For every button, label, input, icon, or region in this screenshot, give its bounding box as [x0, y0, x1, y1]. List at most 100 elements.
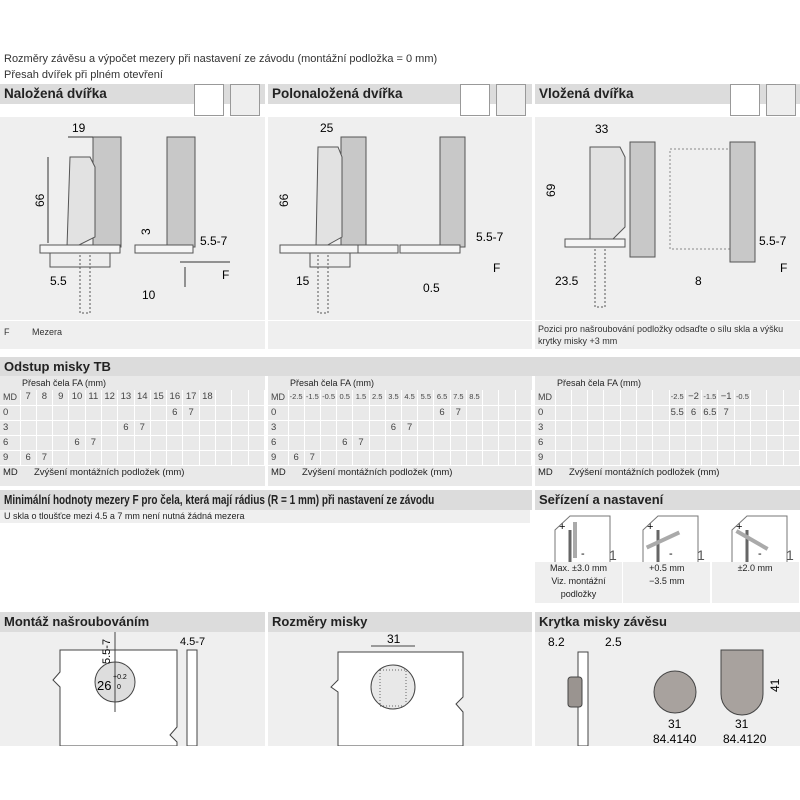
half-header: Polonaložená dvířka [268, 84, 532, 104]
table-cell [685, 435, 703, 451]
dim-23-5: 23.5 [555, 274, 579, 288]
fa-column-header: 3.5 [385, 390, 403, 406]
table-cell [199, 420, 217, 436]
table-cell [603, 435, 621, 451]
inset-caption: Pozici pro našroubování podložky odsaďte… [535, 321, 800, 349]
table-cell [652, 435, 670, 451]
dim-33: 33 [595, 122, 609, 136]
dim-31-tall: 31 [735, 717, 749, 731]
dim-31-round: 31 [668, 717, 682, 731]
half-caption [268, 321, 532, 349]
table-cell [734, 435, 752, 451]
table-cell [52, 420, 70, 436]
dim-66: 66 [33, 193, 47, 207]
dim-4-5-7: 4.5-7 [180, 636, 205, 648]
footer-text: Zvýšení montážních podložek (mm) [569, 466, 720, 478]
half-diagram: 25 66 15 5.5-7 0.5 F [268, 117, 532, 320]
table-cell [482, 420, 500, 436]
table-cell [701, 420, 719, 436]
table-cell [231, 435, 249, 451]
inset-header: Vložená dvířka [535, 84, 800, 104]
dim-5-5-7: 5.5-7 [200, 234, 228, 248]
reference-number: 1 [786, 547, 794, 562]
table-cell [385, 450, 403, 466]
table-cell [85, 420, 102, 436]
table-cell [68, 405, 86, 421]
dim-8-2: 8.2 [548, 635, 565, 649]
table-cell [669, 420, 686, 436]
table-cell [603, 405, 621, 421]
table-cell [701, 435, 719, 451]
adjust-door-icon: +-1 [535, 510, 622, 562]
table-cell [117, 405, 135, 421]
cup-title: Rozměry misky [272, 614, 368, 629]
cover-diagram: 8.2 2.5 31 84.4140 31 41 84.4120 [535, 632, 800, 747]
table-cell: 6 [68, 435, 86, 451]
table-cell [369, 420, 386, 436]
table-cell [498, 420, 516, 436]
table-cell [150, 450, 168, 466]
table-cell [385, 405, 403, 421]
half-title: Polonaložená dvířka [272, 86, 403, 101]
fa-column-header [603, 390, 621, 406]
table-cell [150, 405, 168, 421]
dim-f: F [780, 261, 787, 275]
table-row: 6 [535, 435, 800, 451]
table-cell: 7 [36, 450, 54, 466]
min-gap-note: U skla o tloušťce mezi 4.5 a 7 mm není n… [4, 511, 245, 521]
table-cell [199, 435, 217, 451]
dim-15: 15 [296, 274, 310, 288]
table-cell: 6.5 [701, 405, 719, 421]
table-cell [636, 435, 654, 451]
table-cell [369, 435, 386, 451]
table-cell [498, 450, 516, 466]
table-cell [669, 450, 686, 466]
dim-f: F [493, 261, 500, 275]
table-cell [117, 450, 135, 466]
table-cell [36, 405, 54, 421]
plus-sign: + [647, 521, 653, 533]
fa-column-header [783, 390, 800, 406]
footer-key: MD [3, 466, 18, 478]
table-cell [734, 450, 752, 466]
fa-column-header [571, 390, 589, 406]
table-cell [304, 405, 321, 421]
table-cell: 7 [304, 450, 321, 466]
table-cell: 6 [433, 405, 451, 421]
header-row: MD-2.5−2-1.5−1-0.5 [535, 390, 800, 406]
adjust-value: Viz. montážní [551, 576, 606, 586]
table-cell [199, 450, 217, 466]
table-cell [555, 450, 572, 466]
table-cell [466, 405, 484, 421]
table-cell [783, 435, 800, 451]
table-cell [68, 420, 86, 436]
fa-column-header: 11 [85, 390, 102, 406]
table-cell: 6 [166, 405, 184, 421]
fa-column-header [482, 390, 500, 406]
table-cell [385, 435, 403, 451]
table-cell [150, 420, 168, 436]
table-cell [652, 420, 670, 436]
fa-column-header [248, 390, 265, 406]
table-cell [248, 420, 265, 436]
table-cell: 7 [717, 405, 735, 421]
table-cell [603, 420, 621, 436]
table-cell [215, 405, 233, 421]
table-cell [620, 420, 637, 436]
fa-column-header: 14 [134, 390, 151, 406]
adjust-value: Max. ±3.0 mm [550, 563, 607, 573]
tb-title: Odstup misky TB [4, 359, 111, 374]
table-cell [166, 435, 184, 451]
table-row: 9 [535, 450, 800, 466]
inset-caption-text: Pozici pro našroubování podložky odsaďte… [538, 324, 784, 346]
table-cell [117, 435, 135, 451]
md-value: 9 [0, 450, 21, 466]
dim-25: 25 [320, 121, 334, 135]
fa-column-header: 2.5 [369, 390, 386, 406]
table-cell [52, 450, 70, 466]
table-cell [620, 450, 637, 466]
md-value: 0 [268, 405, 289, 421]
